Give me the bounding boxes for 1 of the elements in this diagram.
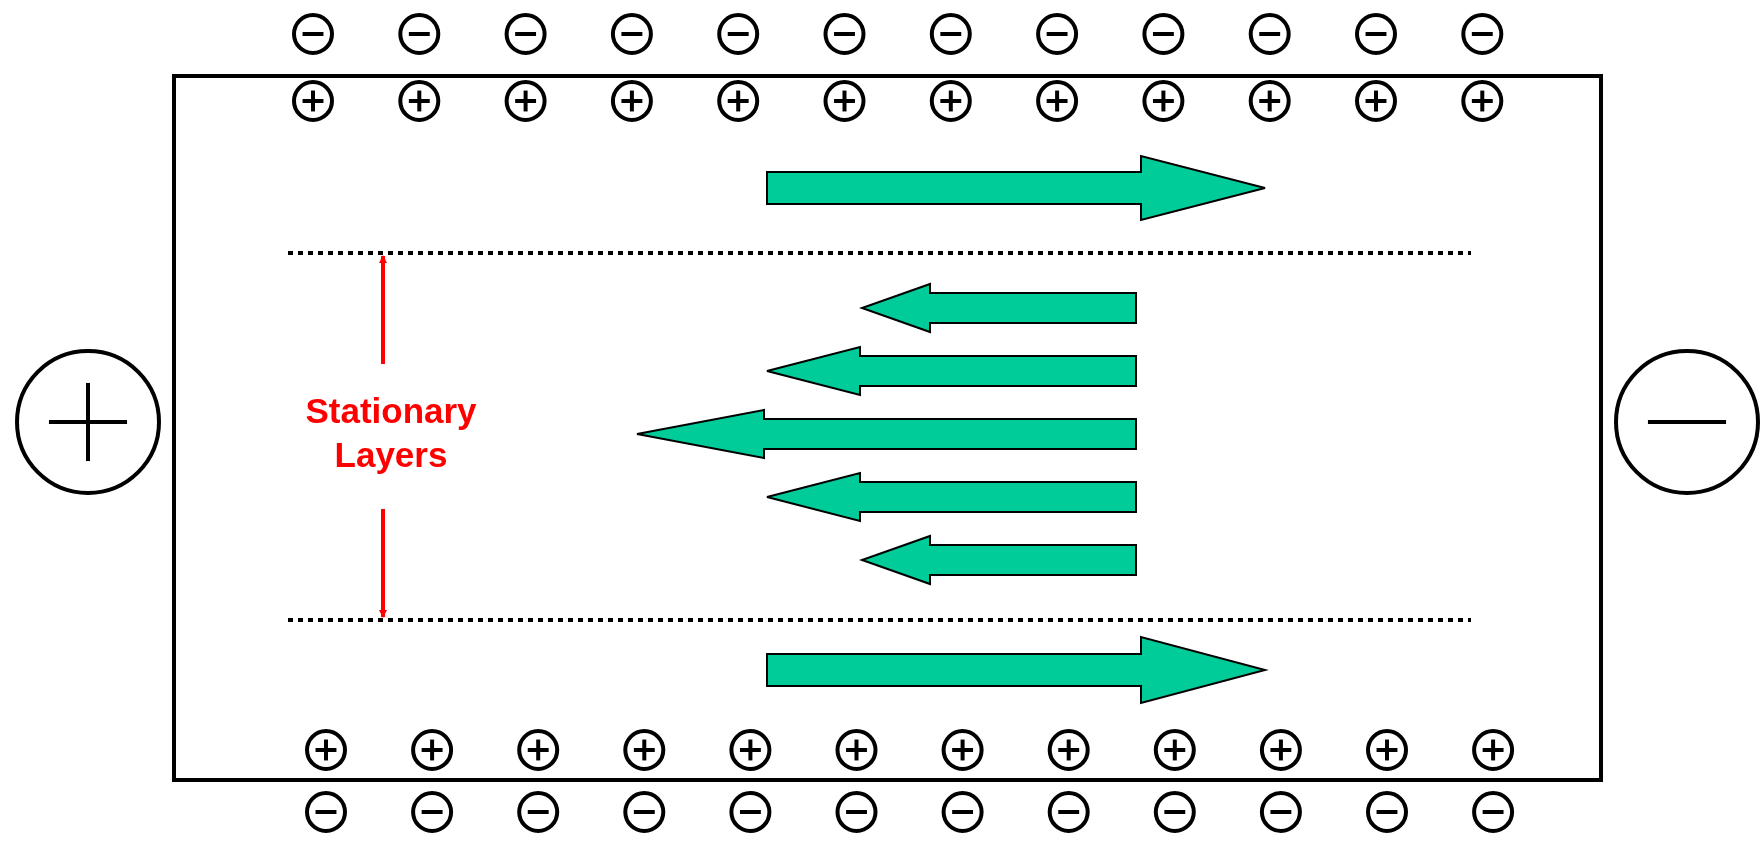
region-label: Stationary Layers [304,390,478,476]
